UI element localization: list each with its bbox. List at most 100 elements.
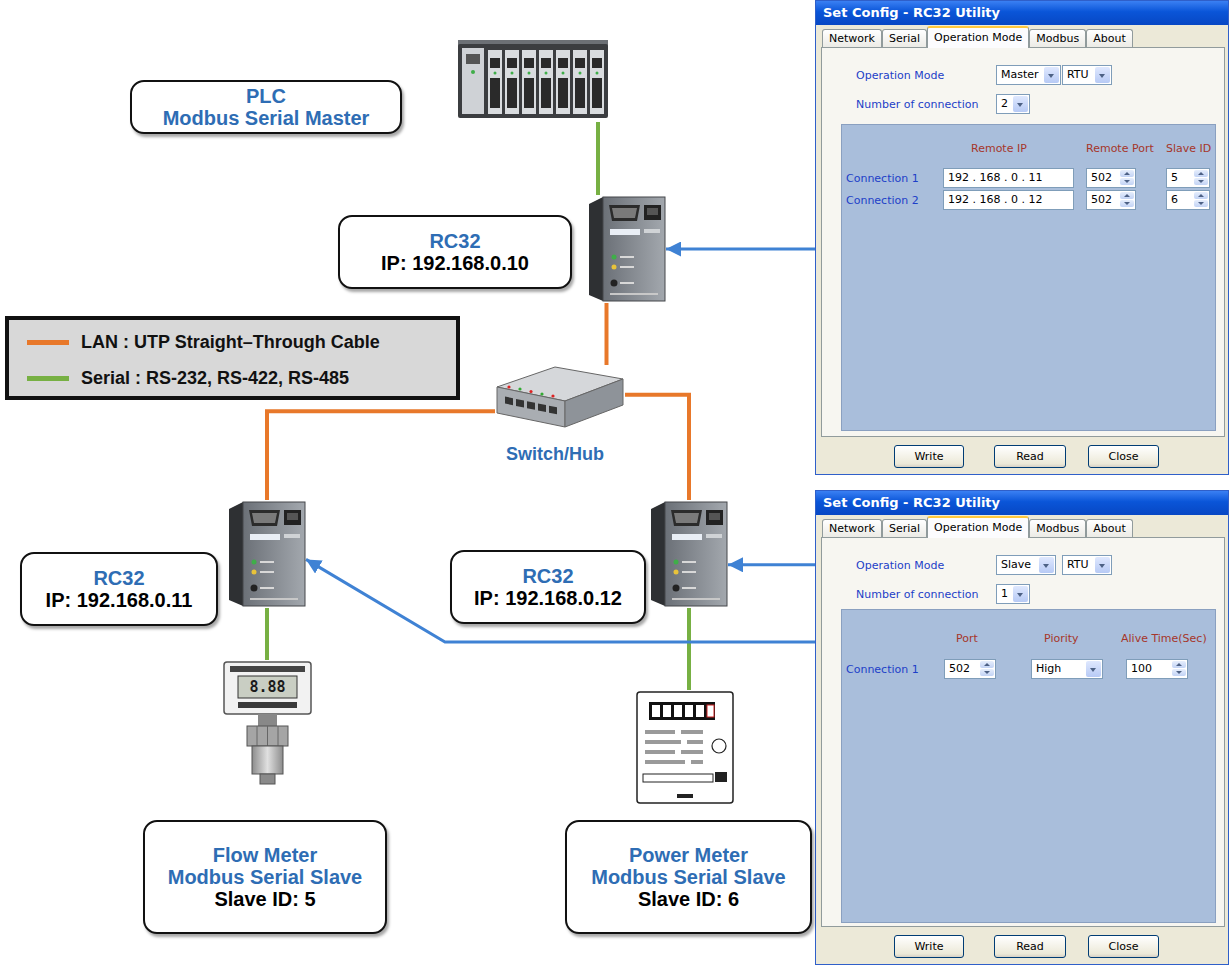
field-value: 1 [997,587,1012,601]
title-bar: Set Config - RC32 Utility [816,1,1228,25]
field-label: Operation Mode [856,69,944,83]
button-text: Close [1089,450,1158,464]
push-button: Close [1088,935,1159,958]
button-text: Read [995,450,1065,464]
rc32-illustration [650,500,728,608]
device-detail: Modbus Serial Master [163,107,370,129]
button-text: Close [1089,940,1158,954]
push-button: Read [994,935,1066,958]
window-title: Set Config - RC32 Utility [823,495,1000,511]
dropdown-arrow [1039,557,1054,573]
legend-text: Serial : RS-232, RS-422, RS-485 [81,366,349,390]
column-header: Remote Port [1086,142,1154,156]
spin-box: 5 [1166,168,1210,188]
dropdown-box: RTU [1062,555,1112,575]
callout-box: Power MeterModbus Serial SlaveSlave ID: … [565,820,812,934]
serial-cable [265,608,269,660]
device-detail: IP: 192.168.0.10 [381,252,529,274]
dropdown-box: 1 [996,584,1030,604]
push-button: Write [894,935,964,958]
device-name: RC32 [429,230,480,252]
window-title: Set Config - RC32 Utility [823,5,1000,21]
dropdown-box: Master [996,65,1061,85]
legend-swatch [27,340,69,345]
device-detail: Slave ID: 6 [638,888,739,910]
device-node: Flow MeterModbus Serial SlaveSlave ID: 5 [143,655,387,937]
column-header: Port [956,632,978,646]
spin-down [1194,200,1208,207]
field-value: 2 [997,97,1012,111]
text-input: 192 . 168 . 0 . 11 [943,168,1074,188]
field-value: 192 . 168 . 0 . 11 [944,171,1073,185]
tab: Serial [882,519,927,537]
field-value: 502 [945,662,979,676]
dropdown-arrow [1013,96,1028,112]
spin-down [980,669,994,676]
device-node: RC32IP: 192.168.0.10 [338,193,668,305]
dropdown-box: RTU [1062,65,1112,85]
field-value: Master [997,68,1043,82]
legend-swatch [27,376,69,381]
tab: About [1086,29,1133,47]
device-node: Switch/Hub [480,350,630,470]
column-header: Slave ID [1166,142,1211,156]
tab: Serial [882,29,927,47]
field-label: Number of connection [856,98,978,112]
device-node: RC32IP: 192.168.0.11 [20,498,310,628]
field-value: RTU [1063,558,1094,572]
tab: Modbus [1029,29,1086,47]
dropdown-arrow [1044,67,1059,83]
spinner [1120,192,1134,208]
callout-box: RC32IP: 192.168.0.11 [20,552,218,626]
spin-box: 100 [1126,659,1188,679]
lan-cable [267,411,495,500]
dropdown-arrow [1095,67,1110,83]
plc-illustration [458,38,608,122]
spin-down [1120,178,1134,185]
serial-cable [596,122,600,195]
push-button: Write [894,445,964,468]
text-input: 192 . 168 . 0 . 12 [943,190,1074,210]
config-arrow [306,559,815,642]
spin-up [980,661,994,668]
dropdown-arrow [1095,557,1110,573]
tab: About [1086,519,1133,537]
spinner [980,661,994,677]
device-detail: Slave ID: 5 [214,888,315,910]
spin-box: 502 [944,659,996,679]
field-label: Connection 1 [846,663,919,677]
push-button: Read [994,445,1066,468]
field-value: 6 [1167,193,1193,207]
field-label: Operation Mode [856,559,944,573]
spin-box: 6 [1166,190,1210,210]
field-label: Number of connection [856,588,978,602]
spin-box: 502 [1086,168,1136,188]
tab: Network [822,29,882,47]
tab: Modbus [1029,519,1086,537]
field-label: Connection 1 [846,172,919,186]
dropdown-box: High [1031,659,1103,679]
spin-up [1120,170,1134,177]
device-label: Switch/Hub [480,443,630,465]
device-name: RC32 [93,567,144,589]
column-header: Alive Time(Sec) [1121,632,1207,646]
config-arrow [728,563,815,566]
pwr-illustration [635,690,735,805]
serial-cable [687,608,691,690]
spin-down [1120,200,1134,207]
field-value: 192 . 168 . 0 . 12 [944,193,1073,207]
title-bar: Set Config - RC32 Utility [816,491,1228,515]
button-text: Read [995,940,1065,954]
device-node: PLCModbus Serial Master [128,36,608,136]
field-label: Connection 2 [846,194,919,208]
connection-panel [841,609,1216,923]
tab: Operation Mode [927,26,1029,48]
legend-box: LAN : UTP Straight–Through CableSerial :… [5,316,460,400]
meter-reading: 8.88 [238,676,297,698]
rc32-illustration [228,500,306,608]
button-text: Write [895,450,963,464]
field-value: High [1032,662,1085,676]
spin-up [1194,192,1208,199]
push-button: Close [1088,445,1159,468]
